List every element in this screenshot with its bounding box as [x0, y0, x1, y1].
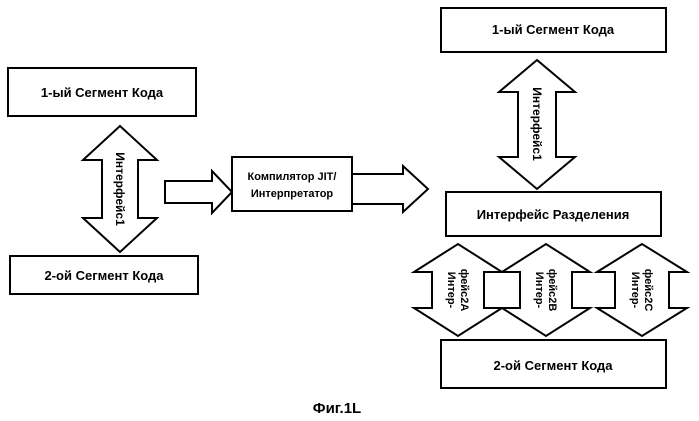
output-arrow [352, 166, 428, 212]
right-top-segment-label: 1-ый Сегмент Кода [492, 22, 615, 37]
figure-caption: Фиг.1L [313, 400, 361, 417]
compiler-box [232, 157, 352, 211]
compiler-label-line2: Интерпретатор [251, 188, 334, 200]
interface-2c-label-line2: фейс2С [642, 269, 654, 312]
interface-2a-label-line1: Интер- [445, 272, 457, 309]
interface-2b-label-line2: фейс2В [546, 269, 558, 312]
interface-2a-arrow [414, 244, 502, 336]
right-bottom-segment-label: 2-ой Сегмент Кода [494, 358, 614, 373]
interface-2c-arrow [597, 244, 687, 336]
interface-2b-label-line1: Интер- [533, 272, 545, 309]
compiler-label-line1: Компилятор JIT/ [248, 171, 337, 183]
left-bottom-segment-label: 2-ой Сегмент Кода [45, 268, 165, 283]
input-arrow [165, 171, 232, 213]
separation-interface-label: Интерфейс Разделения [477, 207, 630, 222]
right-interface-label: Интерфейс1 [530, 87, 544, 161]
interface-2b-arrow [502, 244, 590, 336]
left-top-segment-label: 1-ый Сегмент Кода [41, 85, 164, 100]
interface-2a-label-line2: фейс2А [458, 269, 470, 312]
left-interface-label: Интерфейс1 [113, 152, 127, 226]
interface-2c-label-line1: Интер- [629, 272, 641, 309]
